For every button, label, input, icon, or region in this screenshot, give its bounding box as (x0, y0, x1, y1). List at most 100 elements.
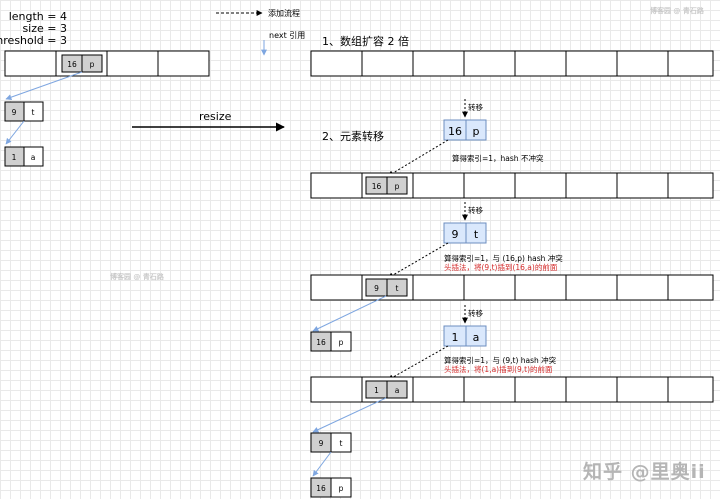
chain-val-cell (330, 331, 352, 352)
bucket-val-cell (386, 380, 408, 399)
new-array-slot (412, 172, 465, 199)
new-array-slot (412, 274, 465, 301)
insert-arrow (387, 345, 449, 381)
moving-node-key: 1 (452, 331, 459, 344)
new-array-slot (463, 274, 516, 301)
chain-key: 16 (316, 484, 326, 493)
moving-node-val-cell (465, 222, 487, 244)
old-array-slot (106, 50, 159, 77)
bucket-val: p (395, 182, 400, 191)
transfer-note: 算得索引=1，与 (16,p) hash 冲突 (444, 254, 563, 263)
bucket-key: 16 (372, 182, 382, 191)
old-chain-val-cell (23, 146, 44, 167)
legend-add-flow: 添加流程 (268, 9, 300, 18)
new-array-slot (514, 172, 567, 199)
zhihu-watermark: 知乎 @里奥ii (583, 461, 706, 483)
new-array-slot (514, 50, 567, 77)
new-array-slot (463, 50, 516, 77)
transfer-red-note: 头插法，将(1,a)插到(9,t)的前面 (444, 365, 553, 374)
new-array-expanded (310, 50, 714, 77)
moving-node-val: a (473, 331, 480, 344)
transfer-red-note: 头插法，将(9,t)插到(16,a)的前面 (444, 263, 558, 272)
meta-size: size = 3 (22, 22, 67, 35)
new-array-slot (310, 50, 363, 77)
chain-val: t (340, 439, 343, 448)
new-array-slot (667, 50, 714, 77)
new-array-slot (565, 50, 618, 77)
moving-node-val: t (474, 228, 479, 241)
old-chain-val: a (31, 153, 36, 162)
old-entry-key: 16 (67, 60, 77, 69)
bucket-key: 9 (374, 284, 379, 293)
chain-val: p (339, 484, 344, 493)
meta-threshold: threshold = 3 (0, 34, 67, 47)
new-array-slot (667, 172, 714, 199)
new-array-slot (412, 376, 465, 403)
meta-length: length = 4 (8, 10, 67, 23)
bucket-val: a (395, 386, 400, 395)
new-array-slot (616, 172, 669, 199)
chain-key: 9 (319, 439, 324, 448)
transfer-note: 算得索引=1，与 (9,t) hash 冲突 (444, 356, 557, 365)
new-array-slot (667, 376, 714, 403)
old-array: 16 p (4, 50, 210, 77)
chain-val: p (339, 338, 344, 347)
new-array-slot (616, 376, 669, 403)
old-entry-val-cell (81, 54, 103, 73)
watermark-right: 博客园 @ 青石路 (650, 7, 704, 15)
new-array-slot (565, 172, 618, 199)
old-next-arrow (5, 71, 83, 101)
new-array-slot (667, 274, 714, 301)
next-arrow (312, 451, 332, 477)
old-chain-key: 1 (12, 153, 17, 162)
old-next-arrow (5, 120, 25, 145)
new-array-slot (310, 376, 363, 403)
new-array-slot (310, 274, 363, 301)
old-chain-key: 9 (12, 108, 17, 117)
move-label: 转移 (468, 309, 483, 318)
moving-node-val-cell (465, 325, 487, 347)
new-array-slot (514, 376, 567, 403)
new-array-step2: 9 t (310, 274, 714, 301)
new-array-slot (310, 172, 363, 199)
move-label: 转移 (468, 206, 483, 215)
chain-val-cell (330, 477, 352, 498)
moving-node-val: p (473, 125, 480, 138)
bucket-val-cell (386, 176, 408, 195)
new-array-slot (616, 274, 669, 301)
legend-next-ref: next 引用 (269, 31, 306, 40)
transfer-note: 算得索引=1，hash 不冲突 (452, 154, 544, 163)
insert-arrow (387, 242, 449, 279)
insert-arrow (387, 139, 449, 177)
watermark-left: 博客园 @ 青石路 (110, 273, 164, 281)
moving-node-key: 16 (448, 125, 462, 138)
chain-key: 16 (316, 338, 326, 347)
old-array-slot (157, 50, 210, 77)
old-entry-val: p (90, 60, 95, 69)
resize-label: resize (199, 110, 232, 123)
new-array-slot (514, 274, 567, 301)
old-chain-val: t (32, 108, 35, 117)
bucket-val-cell (386, 278, 408, 297)
moving-node-key: 9 (452, 228, 459, 241)
next-arrow (312, 295, 387, 332)
bucket-key: 1 (374, 386, 379, 395)
next-arrow (312, 397, 387, 433)
bucket-val: t (396, 284, 399, 293)
move-label: 转移 (468, 103, 483, 112)
moving-node-val-cell (465, 119, 487, 141)
new-array-slot (463, 376, 516, 403)
new-array-slot (616, 50, 669, 77)
new-array-step1: 16 p (310, 172, 714, 199)
chain-val-cell (330, 432, 352, 453)
old-chain-val-cell (23, 101, 44, 122)
new-array-slot (361, 50, 414, 77)
step-expand-title: 1、数组扩容 2 倍 (322, 35, 409, 48)
old-array-slot (4, 50, 57, 77)
new-array-slot (463, 172, 516, 199)
step-transfer-title: 2、元素转移 (322, 130, 384, 143)
new-array-step3: 1 a (310, 376, 714, 403)
new-array-slot (565, 376, 618, 403)
new-array-slot (565, 274, 618, 301)
